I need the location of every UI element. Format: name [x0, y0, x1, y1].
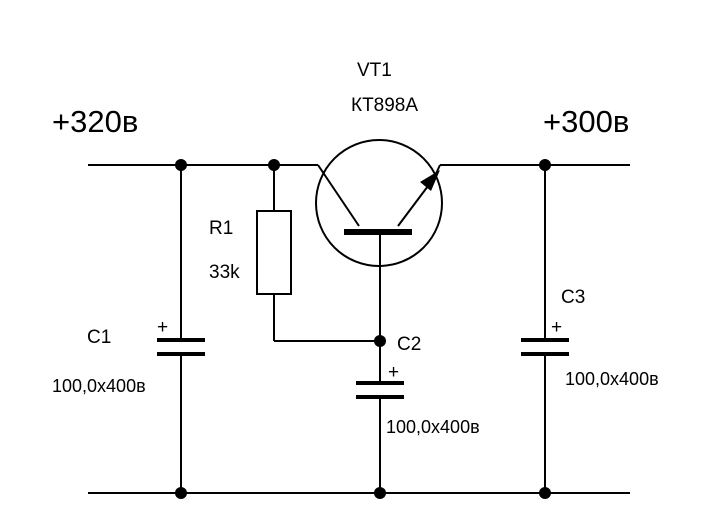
- r1-value-label: 33k: [209, 262, 240, 283]
- r1-ref-label: R1: [209, 218, 233, 239]
- vt1-part-label: КТ898А: [351, 95, 418, 116]
- c1-value-label: 100,0x400в: [52, 376, 146, 396]
- junction-dot: [539, 487, 551, 499]
- capacitor-c3: [521, 338, 569, 356]
- c3-ref-label: C3: [561, 287, 585, 308]
- junction-dot: [175, 159, 187, 171]
- c1-ref-label: C1: [87, 327, 111, 348]
- c2-ref-label: C2: [397, 334, 421, 355]
- output-voltage-label: +300в: [543, 104, 629, 139]
- capacitor-c1: [157, 338, 205, 356]
- junction-dot: [268, 159, 280, 171]
- c2-polarity-mark: +: [388, 362, 399, 383]
- vt1-ref-label: VT1: [357, 60, 392, 81]
- junction-dot: [374, 487, 386, 499]
- capacitor-c2: [356, 381, 404, 399]
- c2-value-label: 100,0x400в: [386, 417, 480, 437]
- resistor-r1: [256, 210, 292, 295]
- input-voltage-label: +320в: [52, 104, 138, 139]
- junction-dot: [374, 335, 386, 347]
- c3-value-label: 100,0x400в: [565, 369, 659, 389]
- c1-polarity-mark: +: [157, 317, 168, 338]
- junction-dot: [539, 159, 551, 171]
- c3-polarity-mark: +: [551, 317, 562, 338]
- junction-dot: [175, 487, 187, 499]
